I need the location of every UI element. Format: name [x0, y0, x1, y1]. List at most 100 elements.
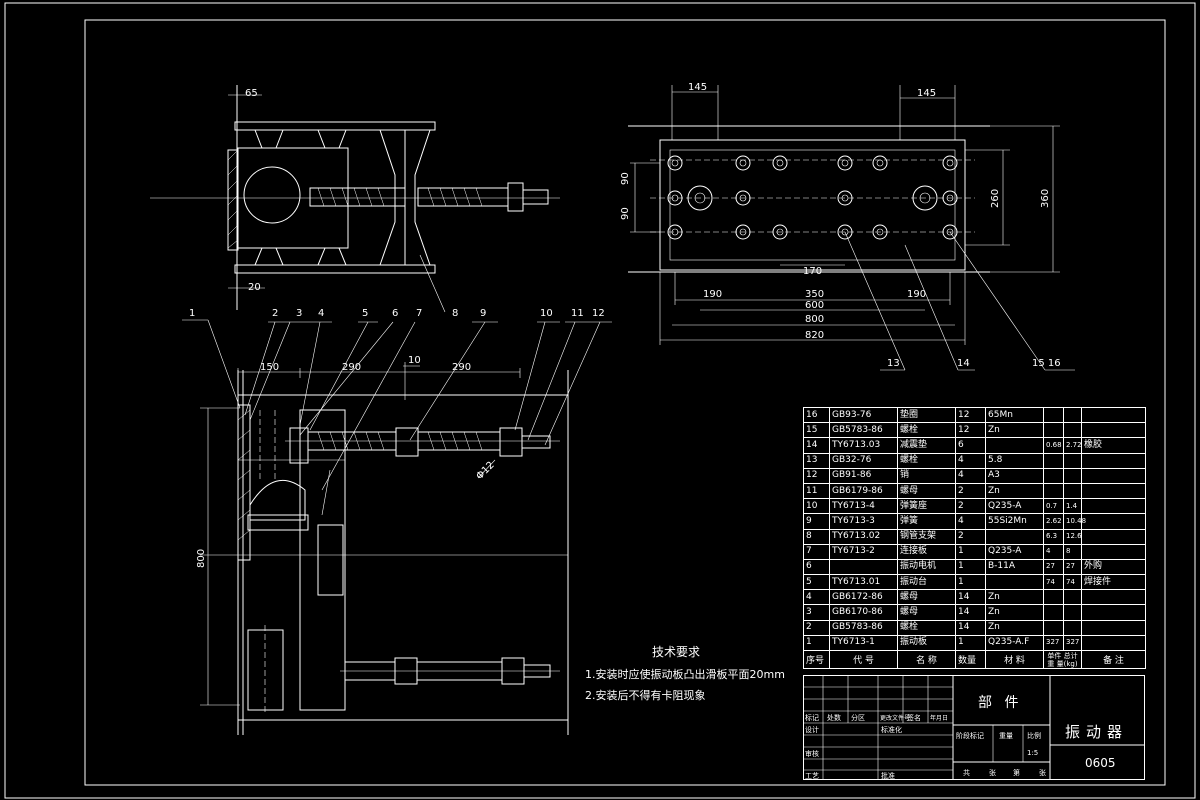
bom-cell-material: Q235-A [985, 498, 1044, 515]
bom-cell-qty: 2 [955, 528, 986, 545]
bom-cell-material [985, 528, 1044, 545]
title-block: 标记 处数 分区 更改文件号 签名 年月日 设计 标准化 审核 工艺 批准 阶段… [803, 675, 1145, 780]
bom-cell-no: 12 [803, 467, 830, 484]
bom-header-no: 序号 [803, 650, 830, 669]
balloon-13: 13 [887, 358, 900, 369]
tb-label-change-doc: 更改文件号 [880, 715, 911, 722]
balloon-4: 4 [318, 308, 324, 319]
bom-cell-no: 3 [803, 604, 830, 621]
bom-cell-qty: 14 [955, 619, 986, 636]
balloon-5: 5 [362, 308, 368, 319]
bom-header: 序号 代 号 名 称 数量 材 料 单件 总计 重 量(kg) 备 注 [803, 650, 1146, 669]
dim-190-left: 190 [703, 289, 722, 300]
bom-cell-note: 外购 [1081, 558, 1146, 576]
technical-notes: 技术要求 1.安装时应使振动板凸出滑板平面20mm 2.安装后不得有卡阻现象 [585, 643, 785, 703]
bom-cell-qty: 1 [955, 574, 986, 591]
bom-cell-unit [1043, 619, 1064, 636]
bom-cell-name: 螺母 [897, 589, 956, 606]
bom-cell-note [1081, 589, 1146, 606]
bom-header-code: 代 号 [829, 650, 898, 669]
tb-label-sheets: 张 [989, 769, 996, 777]
bom-cell-no: 1 [803, 634, 830, 652]
bom-cell-no: 14 [803, 437, 830, 454]
bom-cell-note: 焊接件 [1081, 574, 1146, 591]
dim-10: 10 [408, 355, 421, 366]
bom-cell-qty: 2 [955, 482, 986, 500]
dim-20: 20 [248, 282, 261, 293]
bom-cell-name: 连接板 [897, 543, 956, 560]
tb-label-zone: 分区 [851, 714, 865, 722]
bom-cell-name: 减震垫 [897, 437, 956, 454]
bom-header-note: 备 注 [1081, 650, 1146, 669]
balloon-12: 12 [592, 308, 605, 319]
bom-header-qty: 数量 [955, 650, 986, 669]
dim-260: 260 [990, 189, 1001, 208]
bom-cell-unit: 2.62 [1043, 513, 1064, 530]
bom-cell-unit [1043, 406, 1064, 424]
dim-145-right: 145 [917, 88, 936, 99]
bom-cell-name: 振动板 [897, 634, 956, 652]
tb-label-sheet-no: 第 [1013, 769, 1020, 777]
bom-cell-total: 12.6 [1063, 528, 1082, 545]
balloon-6: 6 [392, 308, 398, 319]
bom-cell-name: 弹簧座 [897, 498, 956, 515]
bom-cell-code: TY6713-4 [829, 498, 898, 515]
bom-cell-code: GB6170-86 [829, 604, 898, 621]
bom-cell-unit [1043, 467, 1064, 484]
balloon-10: 10 [540, 308, 553, 319]
tb-label-design: 设计 [805, 726, 819, 734]
note-item-1: 1.安装时应使振动板凸出滑板平面20mm [585, 668, 785, 681]
bom-cell-note [1081, 543, 1146, 560]
dim-90-top: 90 [620, 172, 631, 185]
bom-cell-total [1063, 452, 1082, 469]
bom-cell-name: 销 [897, 467, 956, 484]
tb-label-process: 工艺 [805, 772, 819, 780]
dim-820: 820 [805, 330, 824, 341]
bom-cell-name: 螺栓 [897, 452, 956, 469]
bom-header-weight: 单件 总计 重 量(kg) [1043, 650, 1082, 669]
bom-cell-unit: 0.68 [1043, 437, 1064, 454]
bom-cell-qty: 1 [955, 558, 986, 576]
drawing-number: 0605 [1085, 756, 1116, 770]
bom-cell-no: 5 [803, 574, 830, 591]
bom-cell-material: 55Si2Mn [985, 513, 1044, 530]
bom-cell-total: 327 [1063, 634, 1082, 652]
bom-header-name: 名 称 [897, 650, 956, 669]
balloon-7: 7 [416, 308, 422, 319]
bom-header-material: 材 料 [985, 650, 1044, 669]
bom-cell-unit [1043, 452, 1064, 469]
bom-cell-qty: 14 [955, 604, 986, 621]
tb-label-standard: 标准化 [881, 726, 902, 734]
bom-cell-total: 2.72 [1063, 437, 1082, 454]
bom-cell-note [1081, 619, 1146, 636]
bom-cell-qty: 12 [955, 406, 986, 424]
balloon-14: 14 [957, 358, 970, 369]
bom-cell-material: Q235-A [985, 543, 1044, 560]
top-right-view [628, 85, 1075, 371]
bom-cell-material [985, 574, 1044, 591]
bom-cell-material: Zn [985, 619, 1044, 636]
bom-cell-total [1063, 406, 1082, 424]
bom-cell-name: 螺母 [897, 482, 956, 500]
bom-cell-note [1081, 604, 1146, 621]
drawing-title: 振动器 [1065, 723, 1129, 741]
balloon-11: 11 [571, 308, 584, 319]
bom-cell-no: 10 [803, 498, 830, 515]
bom-cell-note [1081, 467, 1146, 484]
bom-cell-material: B-11A [985, 558, 1044, 576]
tb-label-sign: 签名 [907, 714, 921, 722]
bom-cell-code: GB32-76 [829, 452, 898, 469]
bom-cell-material: Zn [985, 422, 1044, 439]
bom-cell-unit [1043, 422, 1064, 439]
dim-360: 360 [1040, 189, 1051, 208]
bom-cell-note [1081, 406, 1146, 424]
bom-cell-code: TY6713-2 [829, 543, 898, 560]
bom-cell-note [1081, 498, 1146, 515]
